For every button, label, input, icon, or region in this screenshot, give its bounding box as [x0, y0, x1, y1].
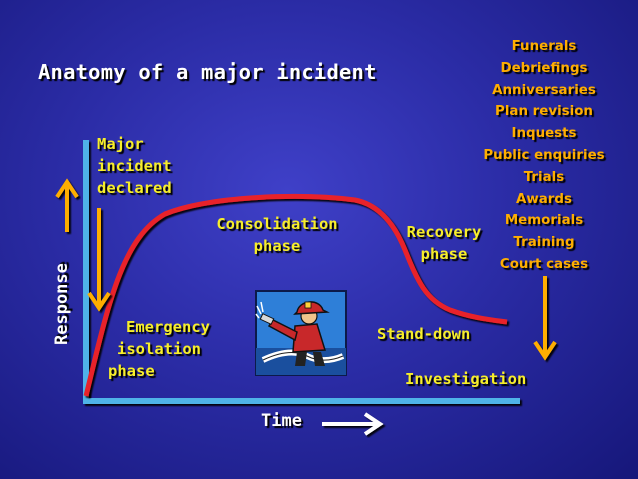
list-item: Court cases	[470, 254, 618, 276]
investigation-label: Investigation	[405, 368, 526, 390]
list-item: Awards	[470, 189, 618, 211]
page-title: Anatomy of a major incident	[38, 60, 377, 84]
list-item: Trials	[470, 167, 618, 189]
major-incident-label: Major incident declared	[97, 133, 172, 199]
list-item: Funerals	[470, 36, 618, 58]
x-axis-label: Time	[261, 411, 302, 431]
aftermath-list: Funerals Debriefings Anniversaries Plan …	[470, 36, 618, 276]
list-item: Memorials	[470, 210, 618, 232]
emergency-isolation-phase-label: Emergency isolation phase	[108, 316, 210, 382]
major-incident-down-arrow	[89, 208, 109, 308]
time-right-arrow	[322, 414, 380, 434]
stand-down-label: Stand-down	[377, 323, 470, 345]
firefighter-hose-icon	[255, 290, 347, 376]
list-item: Anniversaries	[470, 80, 618, 102]
list-item: Training	[470, 232, 618, 254]
list-item: Plan revision	[470, 101, 618, 123]
list-item: Public enquiries	[470, 145, 618, 167]
list-item: Debriefings	[470, 58, 618, 80]
response-up-arrow	[57, 182, 77, 232]
list-item: Inquests	[470, 123, 618, 145]
aftermath-down-arrow	[535, 276, 555, 357]
y-axis-label: Response	[52, 263, 72, 345]
consolidation-phase-label: Consolidation phase	[207, 213, 347, 257]
